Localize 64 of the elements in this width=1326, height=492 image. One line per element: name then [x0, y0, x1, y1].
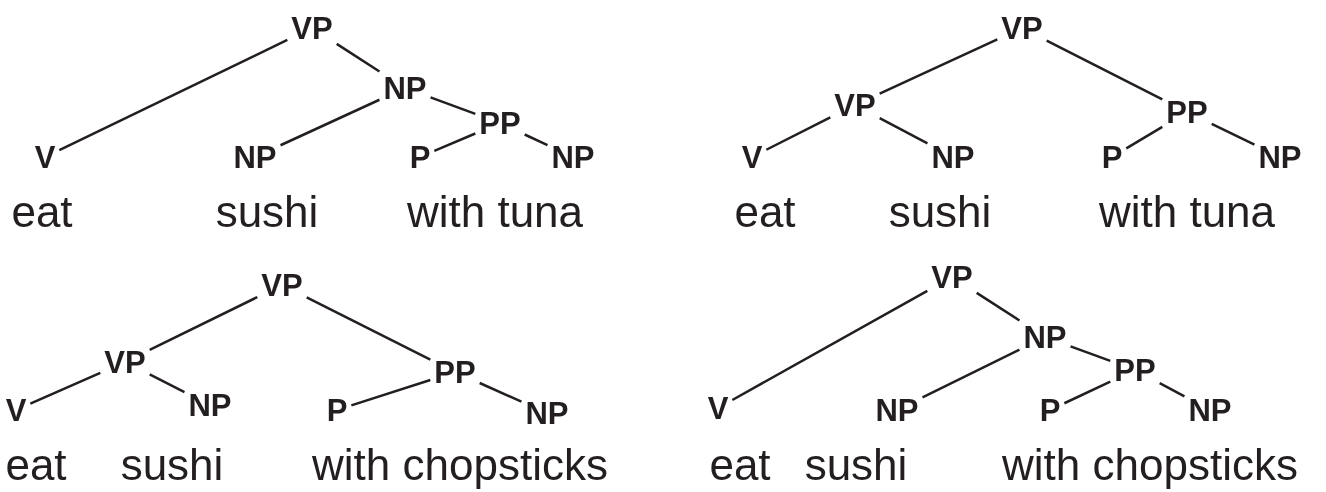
word-label: with chopsticks — [312, 443, 608, 487]
tree-node-label: NP — [873, 393, 921, 427]
tree-node-label: NP — [929, 140, 977, 174]
tree-branch — [336, 42, 381, 73]
tree-node-label: PP — [477, 106, 523, 140]
tree-node-label: VP — [999, 11, 1045, 45]
tree-node-label: NP — [186, 388, 234, 422]
tree-branch — [524, 133, 548, 147]
tree-branch — [306, 296, 431, 361]
word-label: eat — [734, 190, 796, 234]
tree-branch — [1046, 39, 1163, 101]
word-label: sushi — [888, 190, 992, 234]
tree-node-label: V — [739, 140, 765, 174]
tree-node-label: NP — [381, 71, 429, 105]
tree-node-label: VP — [259, 268, 305, 302]
tree-node-label: P — [407, 140, 433, 174]
tree-branch — [433, 132, 476, 153]
tree-branch — [1070, 345, 1111, 363]
tree-node-label: NP — [1256, 140, 1304, 174]
tree-node-label: VP — [289, 11, 335, 45]
tree-branch — [922, 348, 1020, 399]
tree-branch — [879, 117, 929, 145]
word-label: sushi — [120, 443, 224, 487]
tree-branch — [1125, 125, 1163, 150]
tree-node-label: NP — [231, 140, 279, 174]
word-label: sushi — [215, 190, 319, 234]
tree-branch — [765, 116, 831, 151]
tree-node-label: NP — [523, 396, 571, 430]
tree-branch — [149, 373, 186, 394]
tree-branch — [479, 381, 522, 403]
tree-node-label: NP — [1021, 320, 1069, 354]
tree-branch — [350, 378, 431, 407]
tree-node-label: V — [705, 391, 731, 425]
tree-node-label: NP — [1186, 393, 1234, 427]
tree-node-label: PP — [1112, 353, 1158, 387]
tree-branch — [976, 291, 1021, 322]
tree-node-label: VP — [929, 260, 975, 294]
tree-node-label: P — [1037, 393, 1063, 427]
tree-node-label: PP — [432, 355, 478, 389]
word-label: with tuna — [1098, 190, 1276, 234]
tree-branch — [149, 295, 258, 352]
word-label: sushi — [804, 443, 908, 487]
tree-node-label: NP — [549, 140, 597, 174]
tree-branch — [1159, 382, 1186, 398]
word-label: eat — [709, 443, 771, 487]
word-label: with tuna — [406, 190, 584, 234]
tree-branch — [1211, 122, 1255, 146]
tree-node-label: P — [1099, 140, 1125, 174]
tree-branch — [1063, 380, 1111, 405]
tree-node-label: V — [3, 393, 29, 427]
tree-node-label: PP — [1164, 95, 1210, 129]
tree-branch — [29, 371, 101, 405]
word-label: eat — [5, 443, 67, 487]
word-label: eat — [11, 190, 73, 234]
tree-node-label: V — [32, 140, 58, 174]
tree-branch — [430, 96, 476, 116]
tree-node-label: VP — [832, 88, 878, 122]
tree-branch — [879, 38, 998, 95]
tree-branch — [280, 98, 380, 147]
tree-branch — [58, 38, 288, 152]
tree-node-label: P — [324, 393, 350, 427]
word-label: with chopsticks — [1002, 443, 1298, 487]
tree-branch — [731, 289, 928, 402]
tree-node-label: VP — [102, 345, 148, 379]
